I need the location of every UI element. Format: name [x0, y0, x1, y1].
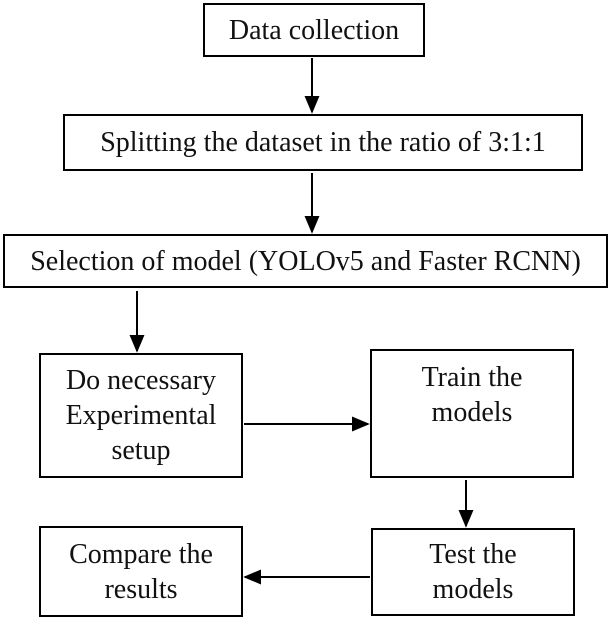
node-compare-results: Compare the results — [39, 526, 243, 617]
node-data-collection: Data collection — [203, 3, 425, 57]
node-test-models: Test the models — [371, 528, 575, 616]
node-train-models: Train the models — [370, 349, 574, 478]
node-experimental-setup: Do necessary Experimental setup — [39, 353, 243, 478]
node-data-collection-label: Data collection — [228, 14, 400, 46]
node-splitting-dataset: Splitting the dataset in the ratio of 3:… — [63, 114, 583, 171]
node-model-selection-label: Selection of model (YOLOv5 and Faster RC… — [30, 245, 581, 277]
node-train-models-label: Train the models — [421, 362, 523, 428]
node-experimental-setup-label: Do necessary Experimental setup — [65, 365, 217, 466]
node-model-selection: Selection of model (YOLOv5 and Faster RC… — [3, 234, 608, 288]
node-compare-results-label: Compare the results — [69, 538, 213, 605]
node-splitting-dataset-label: Splitting the dataset in the ratio of 3:… — [100, 127, 546, 158]
node-test-models-label: Test the models — [429, 539, 517, 605]
